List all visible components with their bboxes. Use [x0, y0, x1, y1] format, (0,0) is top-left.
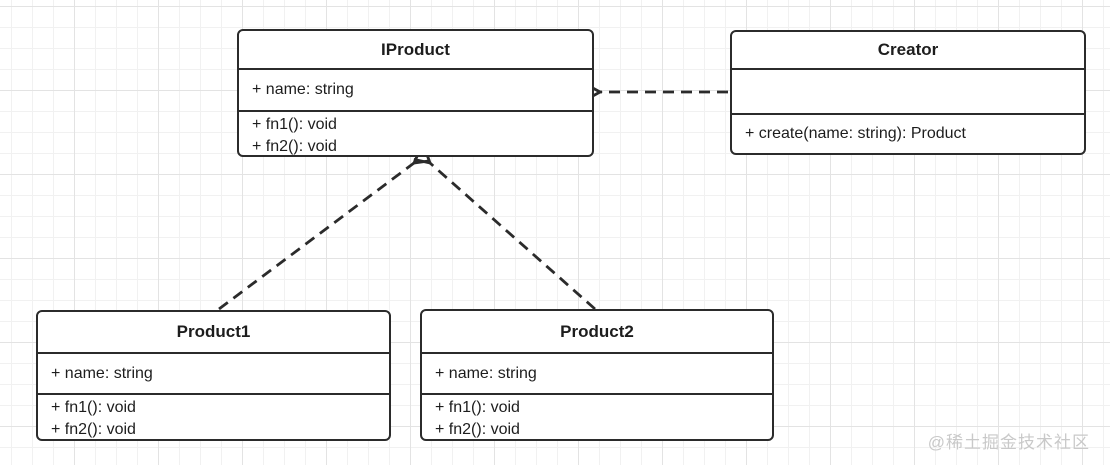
class-attributes-product1: + name: string [38, 354, 389, 395]
attribute-line: + name: string [51, 364, 153, 382]
class-methods-iproduct: + fn1(): void + fn2(): void [239, 112, 592, 155]
realization-arrow-product2-to-iproduct [430, 163, 596, 311]
class-attributes-iproduct: + name: string [239, 70, 592, 112]
class-title-product1: Product1 [38, 312, 389, 354]
method-line: + fn2(): void [435, 421, 520, 438]
class-methods-product2: + fn1(): void + fn2(): void [422, 395, 772, 438]
class-methods-creator: + create(name: string): Product [732, 115, 1084, 152]
method-line: + fn1(): void [435, 399, 520, 416]
class-box-creator: Creator + create(name: string): Product [730, 30, 1086, 155]
attribute-line: + name: string [252, 81, 354, 98]
class-box-product2: Product2 + name: string + fn1(): void + … [420, 309, 774, 441]
watermark: @稀土掘金技术社区 [927, 433, 1090, 452]
class-title-creator: Creator [732, 32, 1084, 70]
method-line: + create(name: string): Product [745, 124, 966, 142]
class-title-iproduct: IProduct [239, 31, 592, 70]
realization-arrow-product1-to-iproduct [218, 163, 414, 311]
class-attributes-product2: + name: string [422, 354, 772, 395]
class-methods-product1: + fn1(): void + fn2(): void [38, 395, 389, 438]
method-line: + fn1(): void [51, 399, 136, 416]
method-line: + fn2(): void [51, 421, 136, 438]
class-box-iproduct: IProduct + name: string + fn1(): void + … [237, 29, 594, 157]
class-title-product2: Product2 [422, 311, 772, 354]
method-line: + fn1(): void [252, 116, 337, 133]
class-box-product1: Product1 + name: string + fn1(): void + … [36, 310, 391, 441]
method-line: + fn2(): void [252, 138, 337, 155]
attribute-line: + name: string [435, 364, 537, 382]
class-attributes-creator [732, 70, 1084, 115]
